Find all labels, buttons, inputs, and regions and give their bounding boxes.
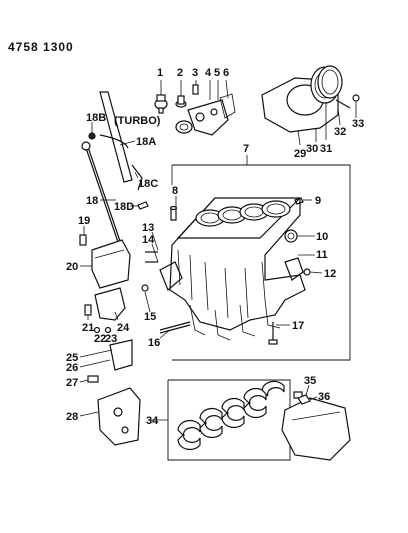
callout-7: 7 (243, 143, 249, 155)
callout-labels: 1 2 3 4 5 6 7 8 9 10 11 12 13 14 15 16 1… (66, 67, 364, 427)
oil-filter-bracket (175, 99, 229, 136)
engine-mount-right (281, 391, 351, 461)
callout-30: 30 (306, 143, 318, 155)
bolt-part-3 (192, 84, 199, 95)
callout-25: 25 (66, 352, 78, 364)
callout-16: 16 (148, 337, 160, 349)
oil-level-gauge-guide (88, 91, 149, 210)
callout-31: 31 (320, 143, 332, 155)
callout-3: 3 (192, 67, 198, 79)
callout-19: 19 (78, 215, 90, 227)
callout-18b: 18B (86, 112, 106, 124)
callout-35: 35 (304, 375, 316, 387)
callout-5: 5 (214, 67, 220, 79)
callout-33: 33 (352, 118, 364, 130)
mounting-bracket-lower (84, 287, 126, 334)
callout-11: 11 (316, 249, 328, 261)
callout-21: 21 (82, 322, 94, 334)
cylinder-block (159, 197, 306, 341)
callout-18: 18 (86, 195, 98, 207)
callout-17: 17 (292, 320, 304, 332)
callout-22: 22 (94, 333, 106, 345)
adapter-part-2 (175, 95, 187, 108)
callout-27: 27 (66, 377, 78, 389)
callout-32: 32 (334, 126, 346, 138)
callout-26: 26 (66, 362, 78, 374)
callout-4: 4 (205, 67, 212, 79)
callout-24: 24 (117, 322, 130, 334)
callout-2: 2 (177, 67, 183, 79)
callout-8: 8 (172, 185, 178, 197)
callout-36: 36 (318, 391, 330, 403)
callout-9: 9 (315, 195, 321, 207)
oil-level-gauge (81, 141, 123, 249)
crankshaft-bearings (177, 380, 285, 451)
block-assembly-bracket (171, 155, 351, 361)
leader-lines (79, 79, 357, 417)
crankshaft-bearings-bracket (150, 379, 291, 461)
callout-15: 15 (144, 311, 156, 323)
document-number: 4758 1300 (8, 40, 74, 54)
callout-28: 28 (66, 411, 78, 423)
callout-29: 29 (294, 148, 306, 160)
callout-10: 10 (316, 231, 328, 243)
oil-pressure-switch (154, 94, 168, 114)
engine-mount-left (79, 234, 131, 289)
callout-20: 20 (66, 261, 78, 273)
callout-14: 14 (142, 234, 155, 246)
callout-1: 1 (157, 67, 163, 79)
callout-13: 13 (142, 222, 154, 234)
callout-18c: 18C (138, 178, 158, 190)
callout-18d: 18D (114, 201, 134, 213)
callout-18a: 18A (136, 136, 156, 148)
rear-oil-seal-case (261, 65, 360, 133)
roll-stopper-bracket (87, 339, 141, 446)
block-fasteners (141, 197, 311, 345)
turbo-label: (TURBO) (114, 115, 161, 127)
callout-23: 23 (105, 333, 117, 345)
callout-12: 12 (324, 268, 336, 280)
callout-6: 6 (223, 67, 229, 79)
callout-34: 34 (146, 415, 159, 427)
